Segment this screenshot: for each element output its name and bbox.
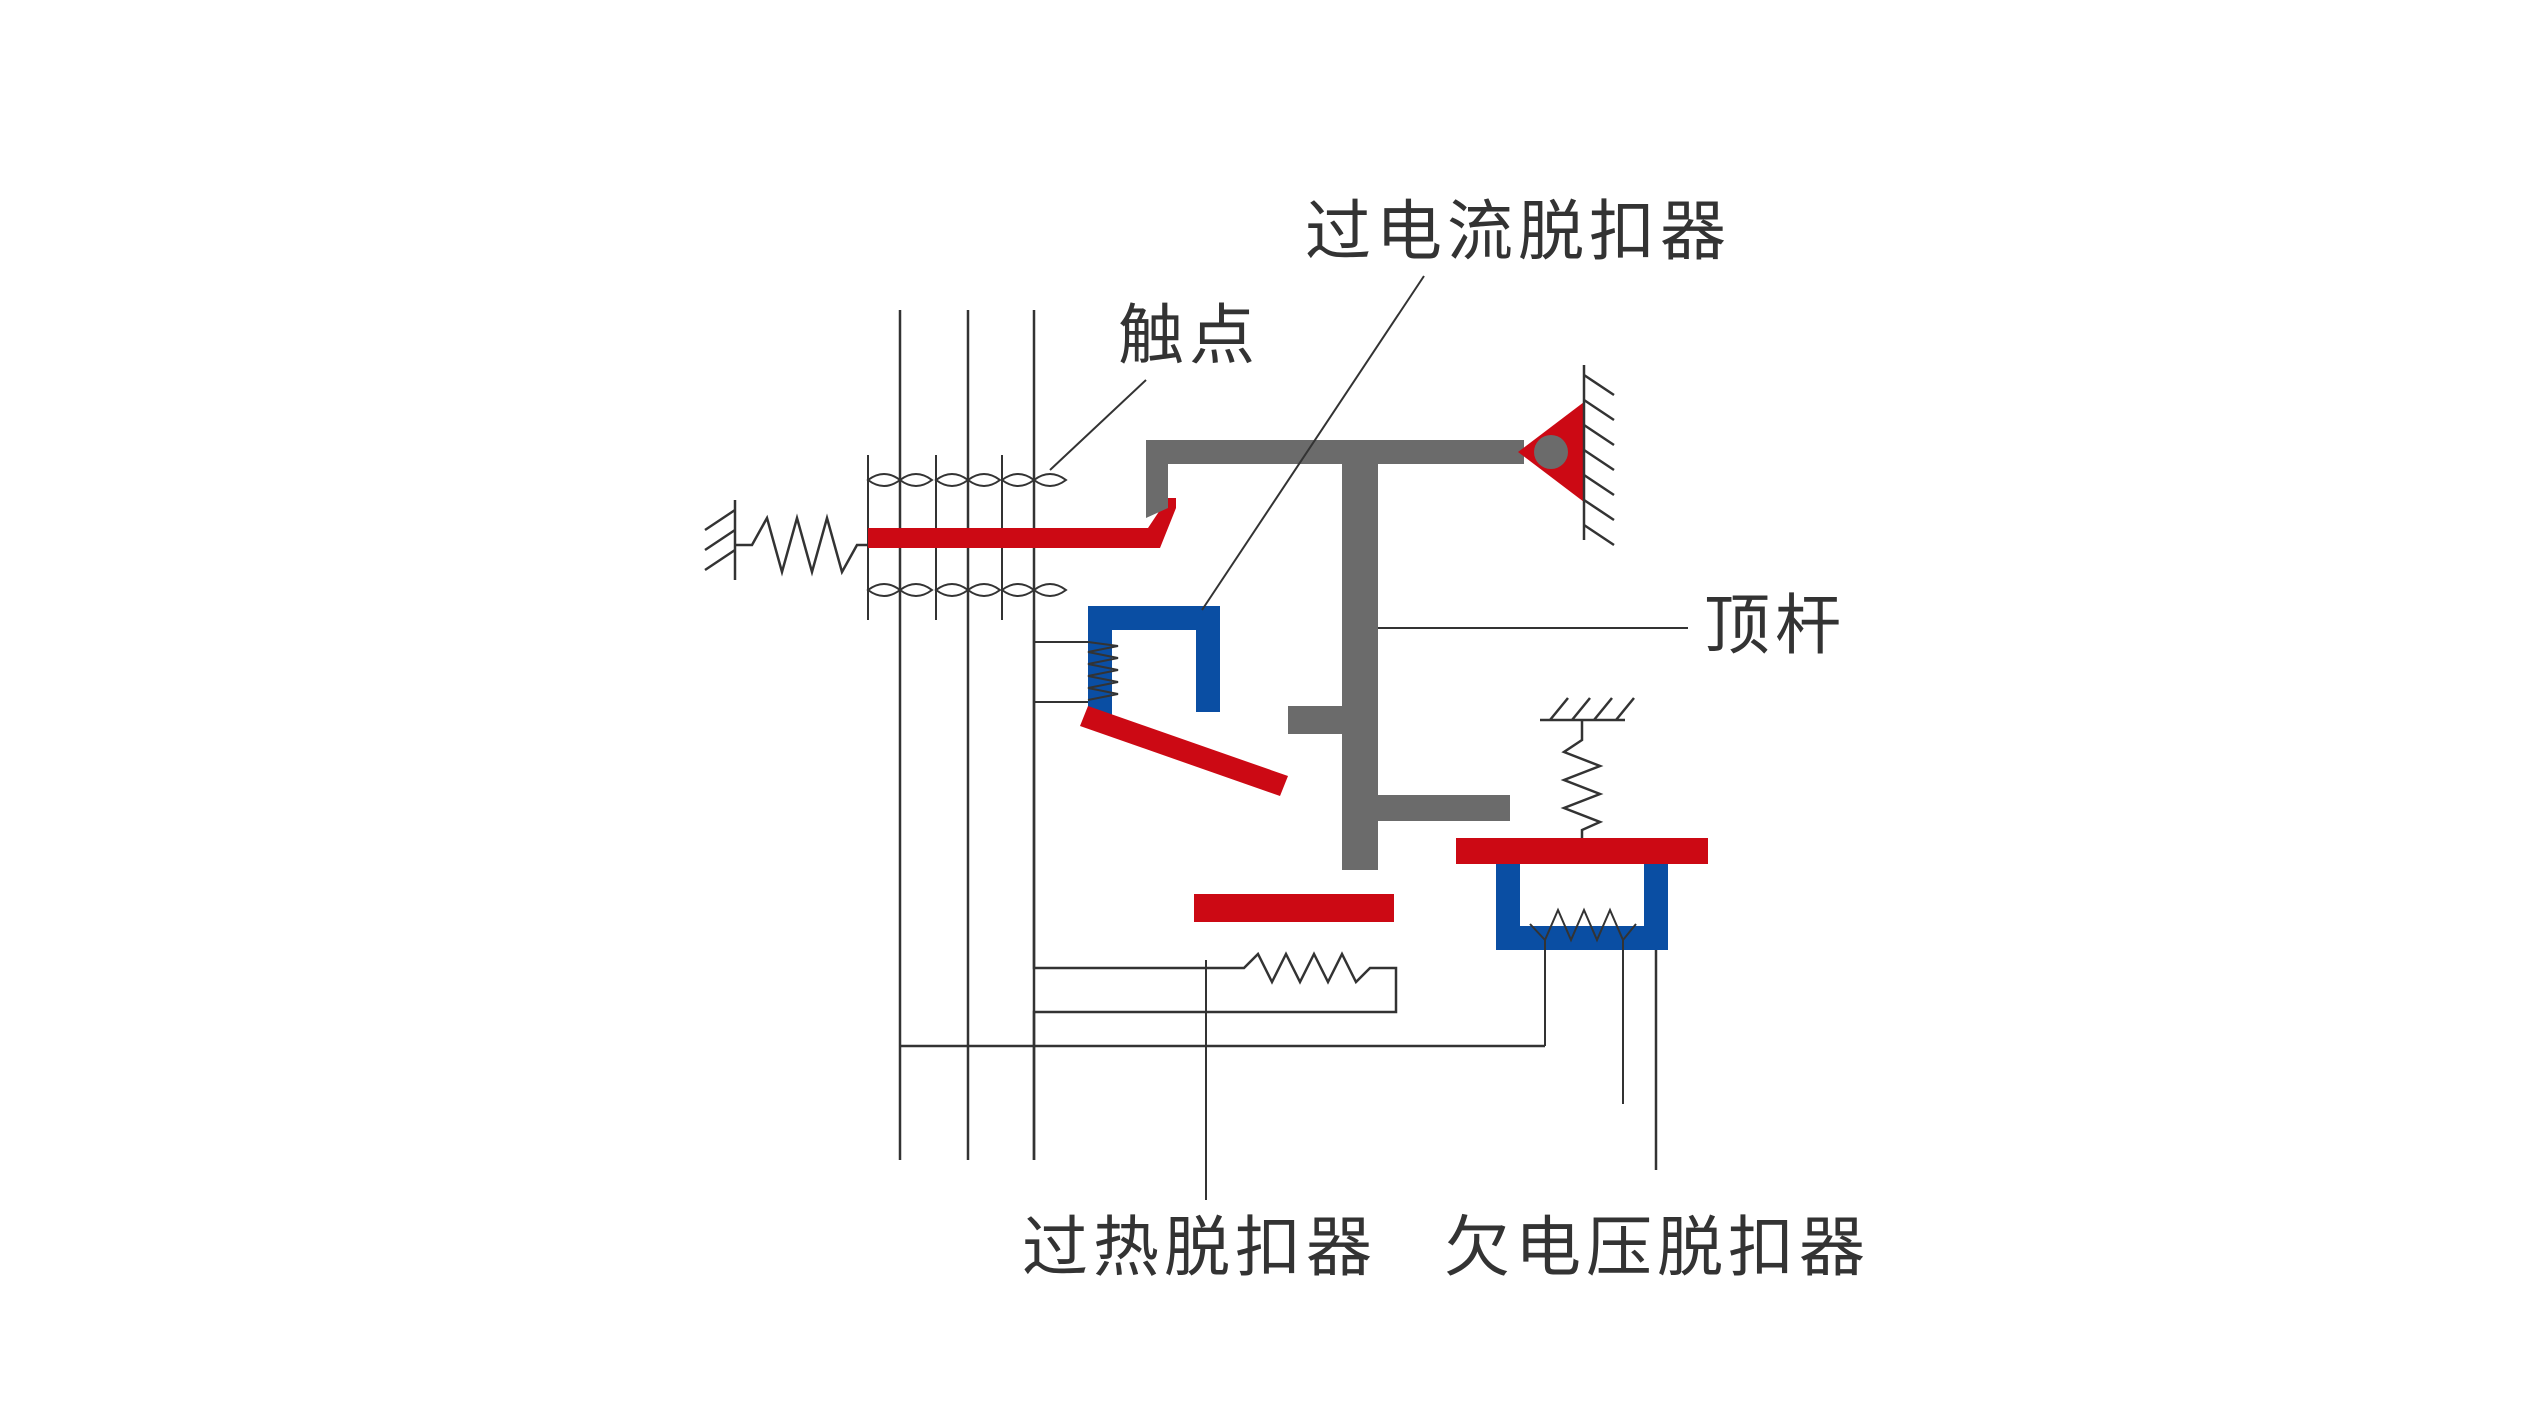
push-rod-hook: [1146, 440, 1168, 518]
pivot-assembly: [1518, 365, 1615, 547]
leader-contacts: [1049, 379, 1147, 471]
contact-lower-2: [934, 583, 1002, 597]
contact-lower-1: [866, 583, 934, 597]
push-rod: [1146, 440, 1524, 870]
undervoltage-spring: [1540, 697, 1635, 838]
label-contacts: 触点: [1118, 297, 1260, 374]
overcurrent-armature: [1080, 706, 1288, 796]
label-push-rod: 顶杆: [1704, 587, 1846, 664]
undervoltage-spring-coil: [1560, 720, 1604, 838]
main-spring-coil: [735, 513, 868, 577]
label-overcurrent-release: 过电流脱扣器: [1305, 193, 1731, 270]
push-rod-top-bar: [1146, 440, 1524, 464]
overcurrent-coil: [1034, 641, 1119, 703]
undervoltage-release: [1456, 697, 1708, 1104]
overheat-heater: [1032, 620, 1398, 1160]
leader-lines: [1049, 275, 1688, 1200]
label-overheat-release: 过热脱扣器: [1022, 1209, 1377, 1286]
overcurrent-release: [1034, 606, 1288, 796]
contact-upper-2: [934, 473, 1002, 487]
undervoltage-coil: [1529, 907, 1637, 1104]
main-spring: [704, 500, 868, 580]
overheat-bimetal: [1194, 894, 1394, 922]
undervoltage-magnet: [1496, 864, 1668, 950]
contact-lower-3: [1000, 583, 1068, 597]
pivot-pin: [1534, 435, 1568, 469]
pivot-wall: [1582, 365, 1615, 547]
power-lines: [898, 310, 1036, 1160]
overheat-release: [1032, 620, 1398, 1160]
contact-upper-1: [866, 473, 934, 487]
label-undervoltage-release: 欠电压脱扣器: [1444, 1209, 1870, 1286]
overcurrent-magnet: [1088, 606, 1220, 722]
push-rod-vertical: [1342, 464, 1378, 870]
wiring: [900, 950, 1658, 1170]
main-contact-bar: [868, 498, 1176, 548]
push-rod-right-arm: [1378, 795, 1510, 821]
push-rod-left-arm: [1288, 706, 1342, 734]
undervoltage-armature: [1456, 838, 1708, 864]
leader-overcurrent: [1201, 275, 1425, 611]
contact-upper-3: [1000, 473, 1068, 487]
